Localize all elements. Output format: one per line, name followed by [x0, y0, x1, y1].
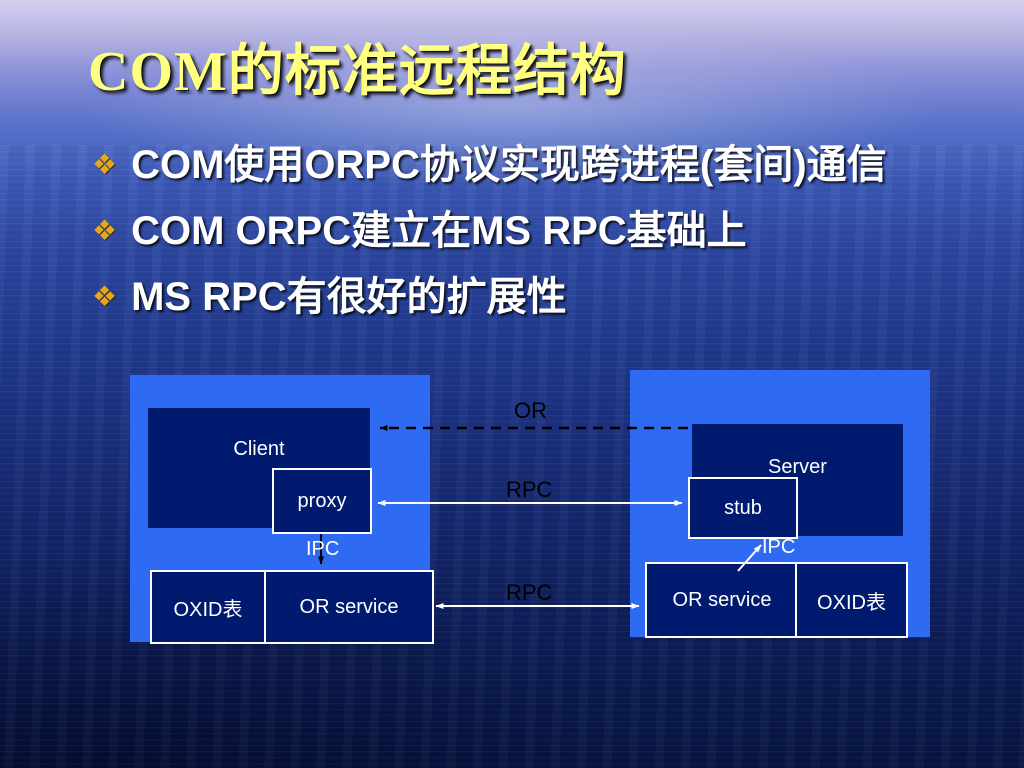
slide-title-latin: COM	[88, 41, 228, 103]
server-panel: Server stub OR service OXID表	[630, 370, 930, 638]
oxid-table-box-server: OXID表	[795, 562, 908, 638]
stub-label: stub	[724, 496, 762, 519]
diamond-bullet-icon: ❖	[92, 281, 118, 312]
oxid-table-box-client: OXID表	[150, 570, 266, 644]
slide-title: COM的标准远程结构	[88, 26, 627, 107]
ipc-label-client: IPC	[306, 538, 340, 560]
server-label: Server	[768, 456, 827, 478]
diamond-bullet-icon: ❖	[92, 149, 118, 180]
client-label: Client	[233, 438, 285, 460]
rpc-mid-link-label: RPC	[506, 477, 553, 502]
stub-box: stub	[688, 477, 798, 539]
or-service-label: OR service	[672, 588, 772, 611]
oxid-table-label: OXID表	[817, 591, 886, 614]
bullet-text: COM使用ORPC协议实现跨进程(套间)通信	[131, 143, 887, 187]
bullet-list: ❖ COM使用ORPC协议实现跨进程(套间)通信 ❖ COM ORPC建立在MS…	[92, 142, 887, 340]
client-panel: Client proxy OXID表 OR service	[130, 375, 434, 644]
oxid-table-label: OXID表	[173, 598, 243, 621]
rpc-bottom-link-label: RPC	[506, 580, 553, 605]
proxy-box: proxy	[272, 468, 372, 534]
ipc-label-server: IPC	[762, 536, 796, 558]
bullet-item: ❖ COM ORPC建立在MS RPC基础上	[92, 208, 887, 254]
bullet-text: MS RPC有很好的扩展性	[131, 275, 567, 319]
or-service-box-server: OR service	[645, 562, 799, 638]
slide-title-zh: 的标准远程结构	[227, 41, 627, 103]
bullet-item: ❖ MS RPC有很好的扩展性	[92, 274, 887, 320]
or-link-label: OR	[514, 398, 547, 423]
bullet-text: COM ORPC建立在MS RPC基础上	[131, 209, 747, 253]
bullet-item: ❖ COM使用ORPC协议实现跨进程(套间)通信	[92, 142, 887, 188]
proxy-label: proxy	[297, 489, 347, 512]
diamond-bullet-icon: ❖	[92, 215, 118, 246]
or-service-box-client: OR service	[264, 570, 434, 644]
or-service-label: OR service	[299, 595, 399, 618]
